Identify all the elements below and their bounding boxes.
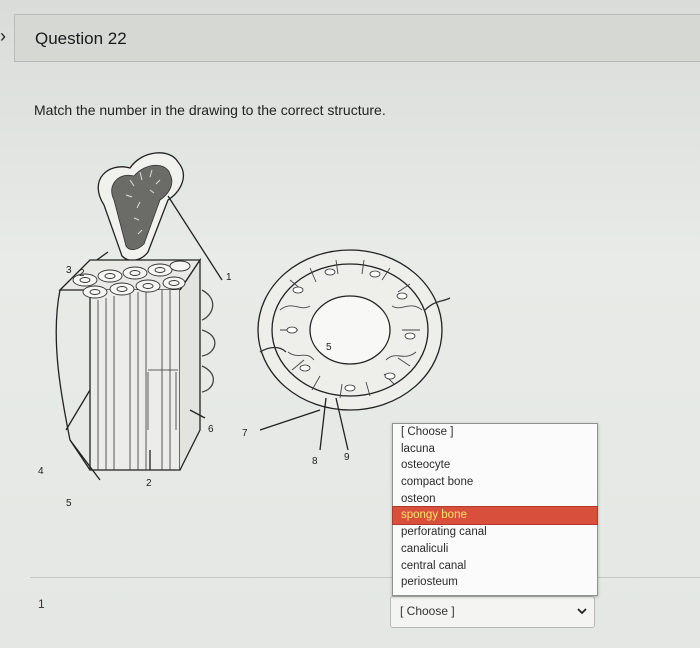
structure-dropdown-list: [ Choose ] lacuna osteocyte compact bone… — [392, 423, 598, 596]
chevron-right-icon[interactable]: › — [0, 26, 6, 46]
option-periosteum[interactable]: periosteum — [401, 576, 458, 589]
option-compact-bone[interactable]: compact bone — [401, 476, 474, 489]
label-2-bone: 2 — [79, 268, 85, 279]
chevron-down-icon — [577, 608, 587, 615]
label-1: 1 — [226, 272, 232, 283]
option-canaliculi[interactable]: canaliculi — [401, 542, 449, 555]
question-prompt: Match the number in the drawing to the c… — [34, 102, 386, 118]
question-title: Question 22 — [35, 29, 127, 48]
select-value: [ Choose ] — [400, 604, 455, 618]
bone-structure-drawing: 2 3 1 6 7 4 2 5 5 8 9 — [38, 152, 451, 509]
option-osteon[interactable]: osteon — [401, 492, 436, 505]
match-number: 1 — [38, 597, 45, 611]
option-perforating-canal[interactable]: perforating canal — [401, 526, 487, 539]
label-9: 9 — [344, 452, 350, 463]
label-5-block: 5 — [66, 498, 72, 509]
label-6: 6 — [208, 424, 214, 435]
question-header: Question 22 — [14, 14, 700, 62]
label-2-block: 2 — [146, 478, 152, 489]
label-7: 7 — [242, 428, 248, 439]
label-4: 4 — [38, 466, 44, 477]
row-divider — [30, 577, 700, 578]
structure-select[interactable]: [ Choose ] — [390, 596, 595, 628]
label-5-osteon: 5 — [326, 342, 332, 353]
label-3: 3 — [66, 265, 72, 276]
option-spongy-bone[interactable]: spongy bone — [392, 506, 598, 526]
option-osteocyte[interactable]: osteocyte — [401, 459, 451, 472]
option-choose[interactable]: [ Choose ] — [401, 426, 454, 438]
label-8: 8 — [312, 456, 318, 467]
option-central-canal[interactable]: central canal — [401, 559, 467, 572]
option-lacuna[interactable]: lacuna — [401, 442, 435, 455]
